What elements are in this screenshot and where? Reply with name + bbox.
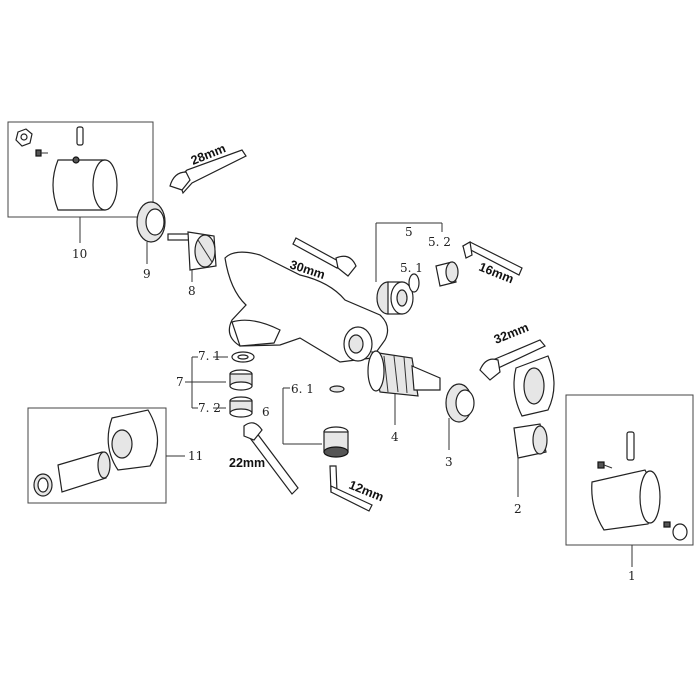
callout-11: 11 [188,449,203,463]
callout-7-2: 7. 2 [198,401,221,415]
detail-box-10 [7,121,154,218]
o-ring-6-1 [329,385,345,393]
callout-5-2: 5. 2 [428,235,451,249]
aerator-7 [229,369,253,391]
detail-box-1 [565,394,694,546]
callout-9: 9 [143,267,151,281]
screw-icon [35,149,48,157]
faucet-body [224,251,389,363]
o-ring-5-1 [408,273,420,293]
callout-8: 8 [188,284,196,298]
aerator-7-2 [229,396,253,418]
callout-7-1: 7. 1 [198,349,221,363]
ring-nut-9 [136,201,166,243]
nut-icon [15,128,33,147]
pin-icon [626,431,635,461]
adapter-nut-5 [376,281,414,315]
callout-7: 7 [176,375,184,389]
hex-key-icon [461,241,523,276]
callout-5: 5 [405,225,413,239]
detail-box-11 [27,407,167,504]
ring-nut-3 [445,383,475,423]
washer-7-1 [231,351,255,363]
wrench-icon [292,237,357,277]
handle-cylinder-icon [52,156,118,211]
callout-1: 1 [628,569,636,583]
fitting-5-2 [435,261,459,287]
tool-size-22mm: 22mm [229,456,265,470]
tool-size-32mm: 32mm [492,320,531,347]
callout-4: 4 [391,430,399,444]
adapter-2 [513,423,548,459]
callout-6-1: 6. 1 [291,382,314,396]
filter-washer-icon [33,473,53,497]
handle-cylinder-icon [591,469,661,531]
callout-2: 2 [514,502,522,516]
hex-key-icon [329,465,373,512]
connector-6 [323,426,349,458]
callout-6: 6 [262,405,270,419]
callout-10: 10 [72,247,87,261]
wrench-icon [243,422,299,495]
wrench-icon [479,339,546,381]
wrench-icon [169,149,247,195]
union-fitting-icon [57,451,111,493]
handle-sleeve-2 [513,355,555,417]
callout-5-1: 5. 1 [400,261,423,275]
flange-cap-icon [107,409,159,471]
cartridge-8 [167,231,217,271]
callout-3: 3 [445,455,453,469]
thermo-cartridge-4 [367,350,441,397]
cap-icon [663,521,688,541]
pin-icon [76,126,84,146]
screw-icon [597,461,613,469]
